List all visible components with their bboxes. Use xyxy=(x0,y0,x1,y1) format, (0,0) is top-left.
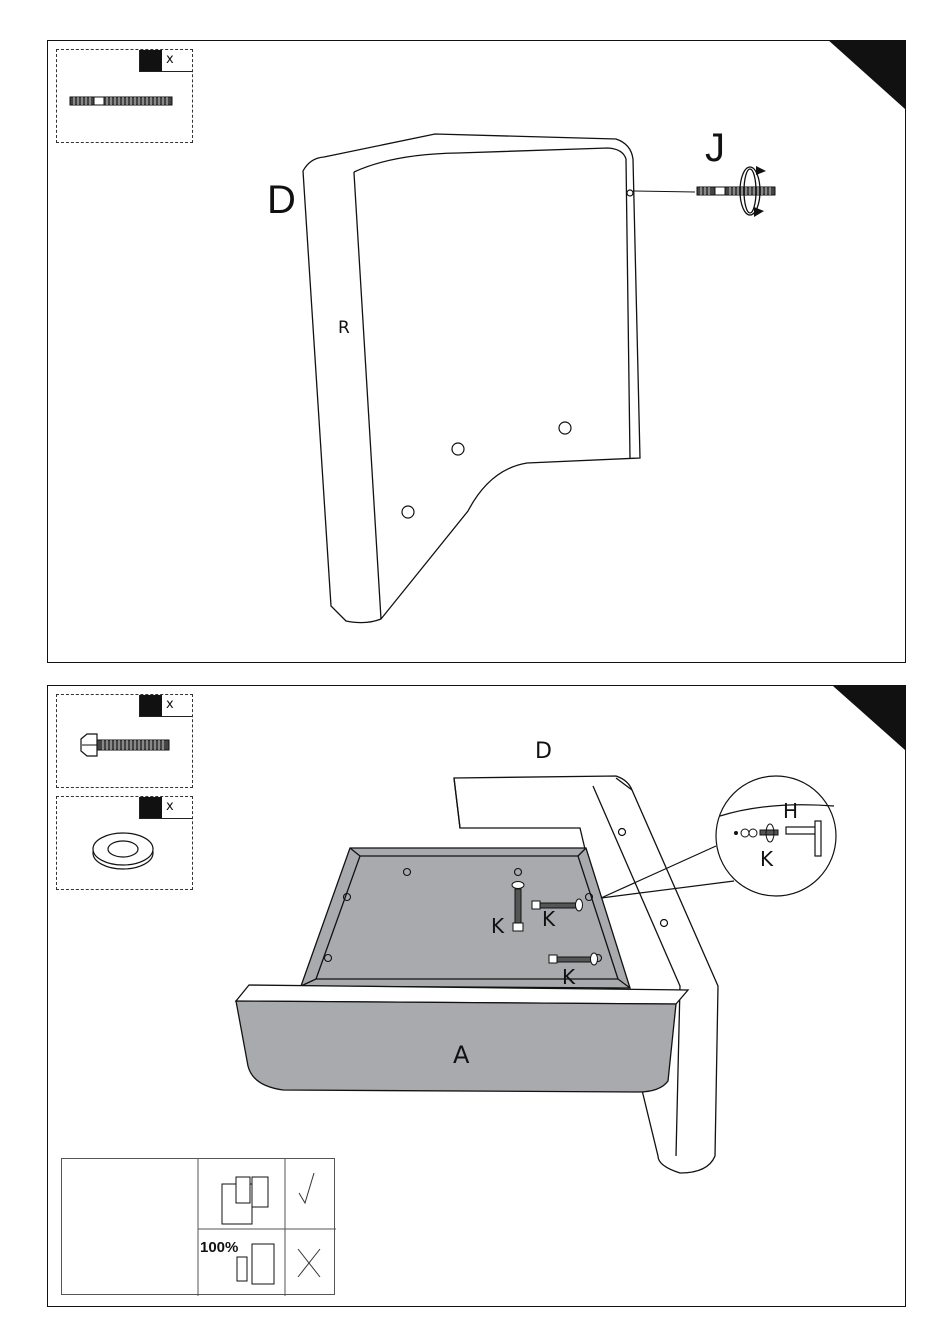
zoom-tool-label-h: H xyxy=(783,799,798,823)
hex-key-icon xyxy=(786,821,821,856)
fastener-gap-icon xyxy=(237,1244,274,1284)
seat-label-a: A xyxy=(453,1041,470,1069)
check-icon xyxy=(299,1173,314,1203)
tip-percent-label: 100% xyxy=(200,1239,238,1256)
side-panel-d xyxy=(303,134,640,623)
zoom-bolt-label-k: K xyxy=(760,847,774,871)
bolt-label-k: K xyxy=(542,907,556,931)
hole-marker xyxy=(627,190,633,196)
fastener-flush-icon xyxy=(222,1177,268,1224)
hole-marker xyxy=(559,422,571,434)
bolt-label-k: K xyxy=(491,914,505,938)
hole-marker xyxy=(402,506,414,518)
bolt-label-k: K xyxy=(562,965,576,989)
step-2-panel: x x xyxy=(47,685,906,1307)
part-label-d: D xyxy=(267,178,296,222)
hole-marker xyxy=(452,443,464,455)
face-label-r: R xyxy=(338,318,350,338)
threaded-rod-icon xyxy=(697,187,775,195)
fastener-label-j: J xyxy=(705,126,725,170)
back-label-d: D xyxy=(535,739,552,764)
cross-icon xyxy=(298,1249,320,1277)
tip-grid xyxy=(62,1159,336,1296)
leader-line xyxy=(633,191,695,192)
zoom-bolt-icon xyxy=(735,824,779,842)
step-1-drawing: D R J xyxy=(48,41,906,663)
tip-box: 100% xyxy=(61,1158,335,1295)
step-1-panel: x xyxy=(47,40,906,663)
